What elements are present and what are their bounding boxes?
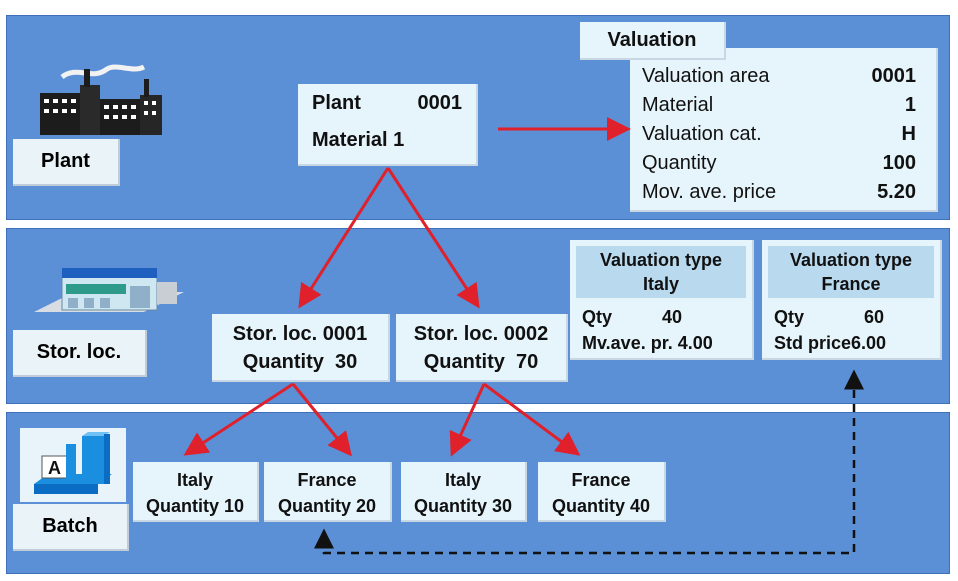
storloc-0001-to-france-arrow xyxy=(291,383,352,457)
plant-material-box: Plant 0001 Material 1 xyxy=(298,84,478,166)
storage-location-title: Stor. loc. 0001 xyxy=(232,323,368,345)
plant-to-storloc-0001-arrow xyxy=(298,167,390,309)
plant-material: Material 1 xyxy=(312,129,405,151)
plant-number: 0001 xyxy=(417,92,463,114)
batch-blocks-icon: A xyxy=(20,428,126,502)
storloc-0002-to-italy-arrow xyxy=(449,383,486,457)
batch-level-label: Batch xyxy=(13,504,129,551)
valuation-type-header: Valuation type Italy xyxy=(576,246,746,298)
factory-icon xyxy=(40,64,162,135)
storloc-0002-to-france-arrow xyxy=(483,382,581,456)
storage-location-box: Stor. loc. 0001 Quantity 30 xyxy=(212,314,390,382)
plant-label: Plant xyxy=(312,92,361,114)
storage-location-box: Stor. loc. 0002 Quantity 70 xyxy=(396,314,568,382)
batch-to-valuation-type-dashed-link xyxy=(322,369,864,555)
storage-location-level-label: Stor. loc. xyxy=(13,330,147,377)
svg-text:A: A xyxy=(48,458,61,478)
warehouse-icon xyxy=(34,268,184,312)
storage-location-quantity: Quantity 30 xyxy=(242,351,358,373)
storloc-0001-to-italy-arrow xyxy=(183,382,294,456)
storage-location-quantity: Quantity 70 xyxy=(423,351,539,373)
plant-level-label: Plant xyxy=(13,139,120,186)
valuation-row: Valuation cat.H xyxy=(642,123,916,145)
storage-location-title: Stor. loc. 0002 xyxy=(413,323,549,345)
valuation-header: Valuation xyxy=(580,22,726,60)
valuation-type-header: Valuation type France xyxy=(768,246,934,298)
plant-to-storloc-0002-arrow xyxy=(386,167,480,309)
